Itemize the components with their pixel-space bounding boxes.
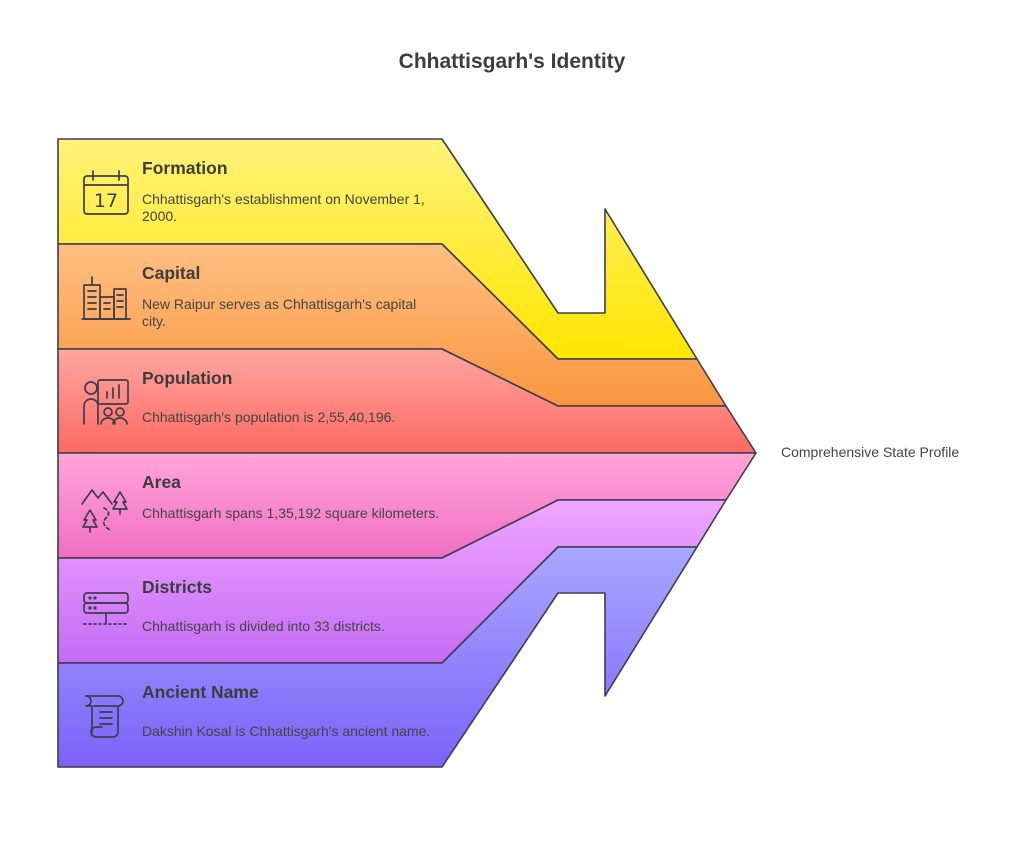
landscape-icon <box>81 482 130 534</box>
population-description: Chhattisgarh's population is 2,55,40,196… <box>142 409 396 425</box>
capital-description: New Raipur serves as Chhattisgarh's capi… <box>142 296 417 329</box>
formation-description: Chhattisgarh's establishment on November… <box>142 191 425 224</box>
ancient-name-description: Dakshin Kosal is Chhattisgarh's ancient … <box>142 723 431 739</box>
diagram-title: Chhattisgarh's Identity <box>398 50 626 73</box>
presentation-icon <box>82 378 130 430</box>
capital-label: Capital <box>142 263 201 283</box>
scroll-icon <box>82 692 130 744</box>
buildings-icon <box>81 273 131 325</box>
outcome-label: Comprehensive State Profile <box>781 444 960 460</box>
area-label: Area <box>142 472 181 492</box>
ancient-name-label: Ancient Name <box>142 682 259 702</box>
area-description: Chhattisgarh spans 1,35,192 square kilom… <box>142 505 440 521</box>
server-icon <box>82 587 130 639</box>
calendar-day-text: 17 <box>94 190 118 212</box>
calendar-icon: 17 <box>82 168 130 220</box>
districts-label: Districts <box>142 577 213 597</box>
formation-label: Formation <box>142 158 228 178</box>
districts-description: Chhattisgarh is divided into 33 district… <box>142 618 385 634</box>
population-label: Population <box>142 368 233 388</box>
band-ancient-name <box>57 546 698 768</box>
